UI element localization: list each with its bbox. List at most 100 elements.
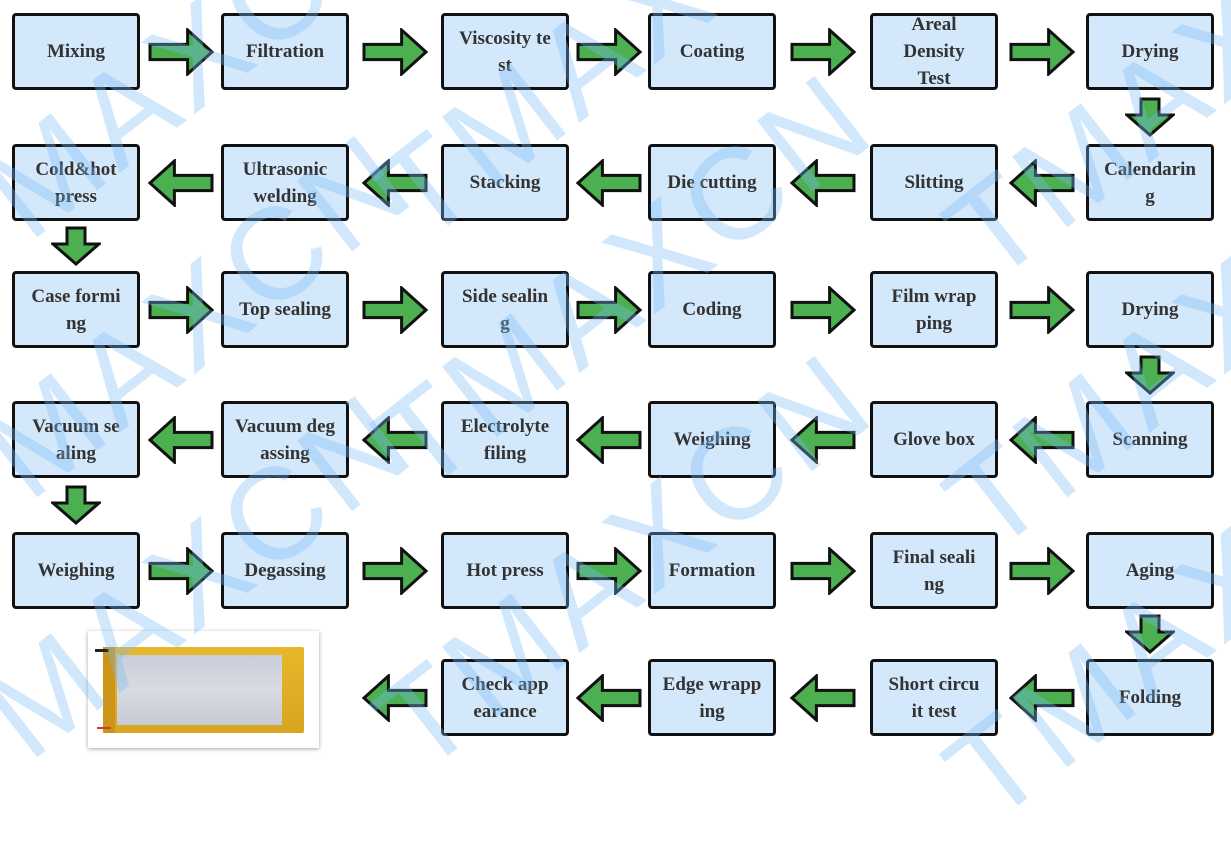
battery-cell-image bbox=[95, 647, 304, 733]
process-step-label-line: filing bbox=[483, 442, 527, 464]
process-step-box: Folding bbox=[1086, 659, 1214, 736]
process-step-label-line: Stacking bbox=[469, 172, 541, 193]
process-step-label: Weighing bbox=[673, 426, 750, 453]
process-step-label-line: Mixing bbox=[46, 41, 106, 62]
process-step-label-line: Formation bbox=[668, 560, 756, 581]
process-step-label-line: Scanning bbox=[1112, 429, 1188, 450]
battery-tab-positive bbox=[97, 727, 111, 729]
process-step-label-line: assing bbox=[260, 442, 310, 464]
flow-arrow-left-icon bbox=[148, 416, 214, 464]
flow-arrow-right-icon-shape bbox=[790, 28, 856, 76]
battery-tab-negative bbox=[95, 649, 109, 652]
process-step-label-line: Drying bbox=[1121, 299, 1179, 320]
flow-arrow-right-icon bbox=[576, 547, 642, 595]
flow-arrow-left-icon-shape bbox=[576, 159, 642, 207]
process-step-box: Drying bbox=[1086, 13, 1214, 90]
process-step-label-line: Vacuum se bbox=[32, 415, 120, 437]
process-step-label-line: Cold&hot bbox=[35, 158, 117, 180]
flow-arrow-right-icon bbox=[362, 28, 428, 76]
process-step-label-line: aling bbox=[55, 442, 97, 464]
process-step-label: Die cutting bbox=[667, 169, 756, 196]
flow-arrow-left-icon bbox=[790, 416, 856, 464]
process-step-box: Aging bbox=[1086, 532, 1214, 609]
battery-cell-edge bbox=[103, 647, 115, 733]
process-step-label: Filtration bbox=[246, 38, 324, 65]
flow-arrow-down-icon bbox=[51, 485, 101, 525]
process-step-label: Cold&hot press bbox=[35, 156, 116, 210]
flow-arrow-right-icon-shape bbox=[362, 28, 428, 76]
process-step-label-line: Die cutting bbox=[667, 172, 757, 193]
flow-arrow-right-icon bbox=[1009, 28, 1075, 76]
flow-arrow-right-icon bbox=[362, 547, 428, 595]
process-step-label-line: earance bbox=[473, 700, 537, 722]
flow-arrow-right-icon bbox=[148, 547, 214, 595]
flow-arrow-right-icon-shape bbox=[1009, 28, 1075, 76]
flow-arrow-down-icon bbox=[1125, 97, 1175, 137]
process-step-label: Aging bbox=[1126, 557, 1175, 584]
flow-arrow-left-icon-shape bbox=[1009, 674, 1075, 722]
flow-arrow-left-icon-shape bbox=[576, 674, 642, 722]
flow-arrow-right-icon bbox=[148, 28, 214, 76]
process-step-label-line: press bbox=[55, 185, 97, 207]
process-step-label-line: Degassing bbox=[244, 560, 326, 581]
process-step-label-line: Hot press bbox=[466, 560, 544, 581]
process-step-label: Top sealing bbox=[239, 296, 331, 323]
flow-arrow-left-icon bbox=[362, 674, 428, 722]
process-step-label-line: Drying bbox=[1121, 41, 1179, 62]
process-step-label: Coding bbox=[682, 296, 741, 323]
flow-arrow-right-icon-shape bbox=[1009, 286, 1075, 334]
flow-arrow-left-icon-shape bbox=[1009, 416, 1075, 464]
process-step-box: Scanning bbox=[1086, 401, 1214, 478]
flow-arrow-right-icon bbox=[1009, 286, 1075, 334]
process-step-label: Formation bbox=[669, 557, 756, 584]
flow-arrow-left-icon-shape bbox=[790, 416, 856, 464]
process-step-label: Drying bbox=[1122, 296, 1179, 323]
process-step-box: Weighing bbox=[12, 532, 140, 609]
process-step-label-line: Slitting bbox=[904, 172, 964, 193]
process-step-label-line: Test bbox=[917, 68, 951, 89]
process-step-label-line: Density bbox=[903, 41, 965, 62]
process-step-label-line: Calendarin bbox=[1104, 158, 1196, 180]
flow-arrow-right-icon bbox=[148, 286, 214, 334]
process-step-label: Drying bbox=[1122, 38, 1179, 65]
process-step-label-line: st bbox=[498, 54, 512, 76]
process-step-box: Vacuum se aling bbox=[12, 401, 140, 478]
flow-arrow-right-icon-shape bbox=[148, 286, 214, 334]
process-step-label-line: Case formi bbox=[31, 285, 121, 307]
flow-arrow-left-icon bbox=[1009, 674, 1075, 722]
flow-arrow-left-icon-shape bbox=[362, 674, 428, 722]
process-step-label-line: Weighing bbox=[37, 560, 115, 581]
flow-arrow-left-icon-shape bbox=[790, 159, 856, 207]
process-step-box: Cold&hot press bbox=[12, 144, 140, 221]
process-step-label-line: Top sealing bbox=[239, 299, 331, 320]
flow-arrow-left-icon bbox=[576, 416, 642, 464]
process-step-label: Stacking bbox=[470, 169, 541, 196]
flow-arrow-right-icon-shape bbox=[790, 547, 856, 595]
process-step-label-line: Edge wrapp bbox=[662, 673, 762, 695]
flow-arrow-right-icon-shape bbox=[362, 286, 428, 334]
flow-arrow-left-icon bbox=[790, 159, 856, 207]
flow-arrow-down-icon-shape bbox=[1125, 614, 1175, 654]
process-step-box: Coating bbox=[648, 13, 776, 90]
process-step-label: Glove box bbox=[893, 426, 975, 453]
process-step-label-line: Aging bbox=[1125, 560, 1175, 581]
flow-arrow-right-icon-shape bbox=[576, 28, 642, 76]
process-step-label-line: it test bbox=[911, 700, 957, 722]
process-step-label: Viscosity te st bbox=[459, 25, 551, 79]
flow-arrow-right-icon bbox=[576, 286, 642, 334]
process-step-label-line: Viscosity te bbox=[459, 27, 551, 49]
